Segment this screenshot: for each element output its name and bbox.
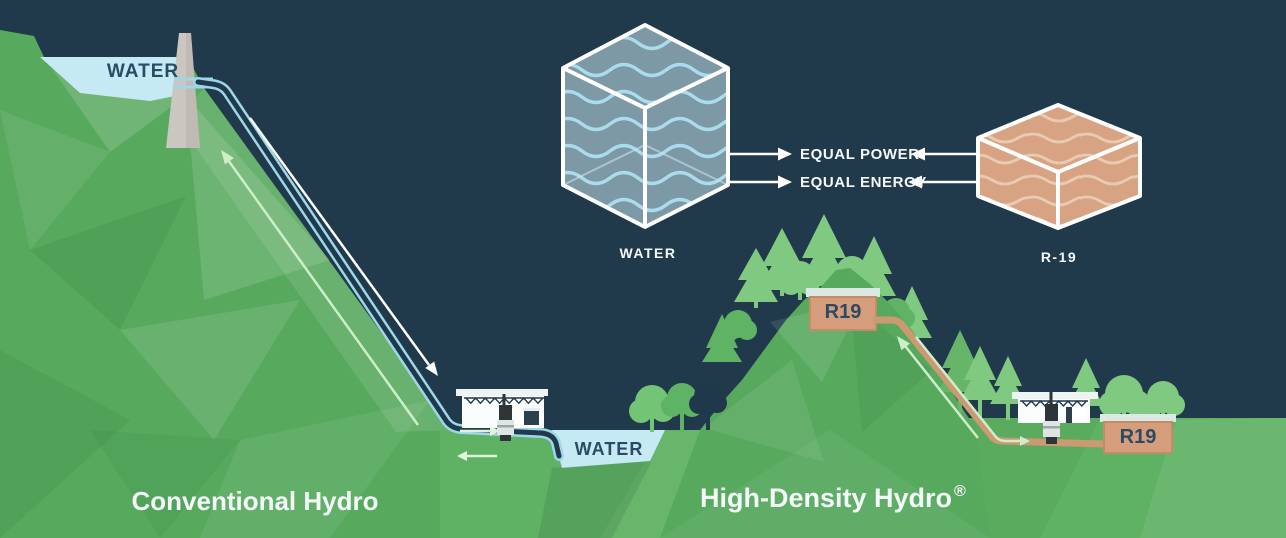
upper-reservoir-label: WATER [106,61,180,82]
flow-arrows-left [221,117,500,461]
right-arrowhead [490,426,500,436]
left-mountain [0,30,452,538]
water-cube [561,23,730,229]
turbine-left [497,394,514,441]
r19-upper-tank [806,288,880,331]
r19-block [976,103,1142,230]
powerhouse-right [1012,392,1098,444]
left-arrowhead [457,451,467,461]
down-arrowhead [425,361,438,376]
tailrace-pool [538,430,665,538]
shadow-tree [689,382,727,430]
right-arrowhead [1020,436,1030,446]
equivalence-arrows [728,147,978,189]
turbine-right [1043,392,1060,444]
tailrace-pool-label: WATER [574,439,644,459]
water-block-label: WATER [619,245,677,261]
lower-tank-label: R19 [1119,426,1157,448]
high-density-hydro-title-text: High-Density Hydro [700,483,953,513]
flow-arrows-right [897,336,1030,446]
powerhouse-left [456,389,548,441]
equal-power-label: EQUAL POWER [800,146,920,163]
high-density-hydro-title: High-Density Hydro® [700,483,1120,514]
upper-reservoir [40,57,185,101]
conventional-hydro-title: Conventional Hydro [131,486,379,516]
up-arrowhead [897,336,910,351]
r19-block-label: R-19 [1040,249,1078,265]
r19-lower-tank [1100,414,1176,454]
up-arrowhead [221,150,234,165]
registered-trademark-symbol: ® [954,483,966,500]
roof [456,389,548,396]
transformer [524,410,539,425]
upper-tank-label: R19 [824,301,862,323]
roof [1012,392,1098,399]
penstock-pipe [193,77,564,461]
equal-energy-label: EQUAL ENERGY [800,174,927,191]
dam-tower [166,33,213,148]
